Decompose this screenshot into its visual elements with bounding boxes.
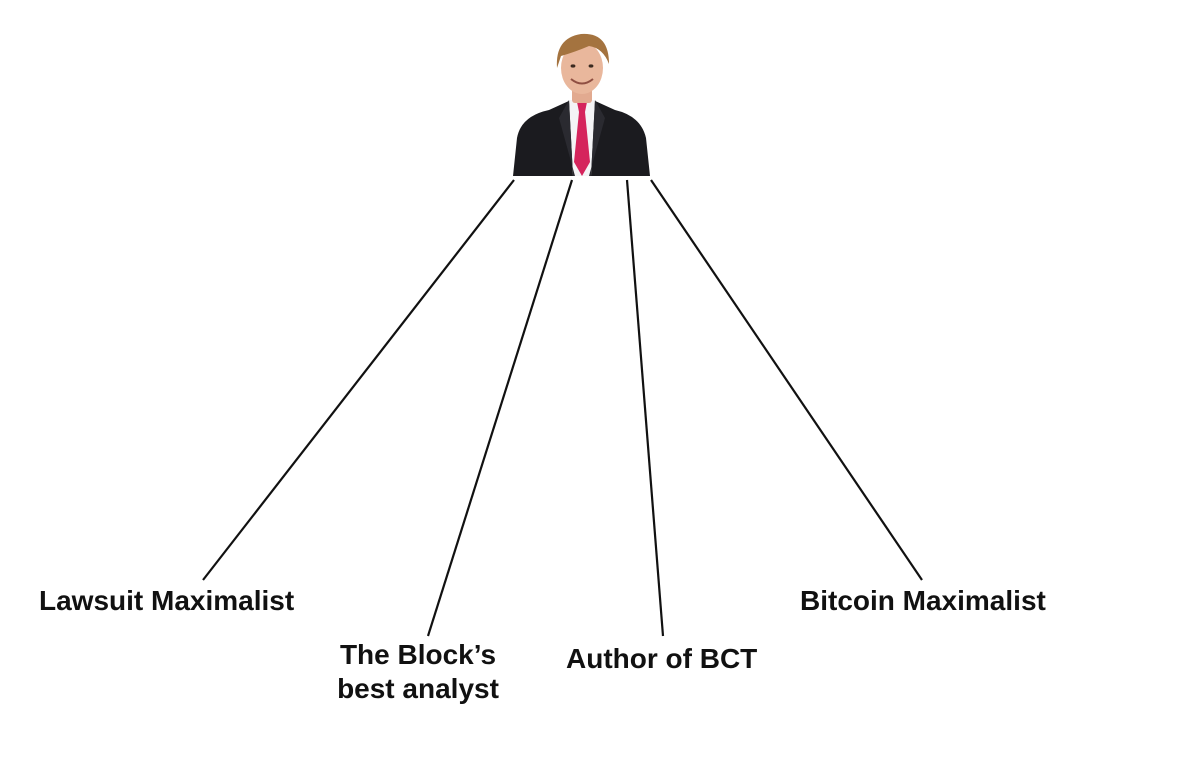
right-eye: [588, 64, 594, 68]
label-author-bct: Author of BCT: [566, 643, 758, 674]
left-lapel: [559, 100, 575, 176]
label-block-analyst: The Block’s best analyst: [330, 638, 506, 706]
left-eye: [570, 64, 576, 68]
label-lawsuit-maximalist: Lawsuit Maximalist: [39, 585, 295, 616]
connector-bitcoin: [650, 179, 923, 581]
connector-author: [625, 179, 665, 637]
label-block-line1: The Block’s: [339, 639, 497, 670]
tie: [574, 102, 590, 176]
hair: [556, 33, 609, 68]
label-bitcoin-maximalist: Bitcoin Maximalist: [800, 585, 1046, 616]
smile: [570, 78, 594, 85]
person-photo: [513, 33, 650, 176]
face: [561, 42, 603, 94]
connector-lawsuit: [202, 179, 515, 581]
label-block-line2: best analyst: [337, 673, 499, 704]
right-lapel: [589, 100, 605, 176]
connector-block: [426, 179, 574, 637]
